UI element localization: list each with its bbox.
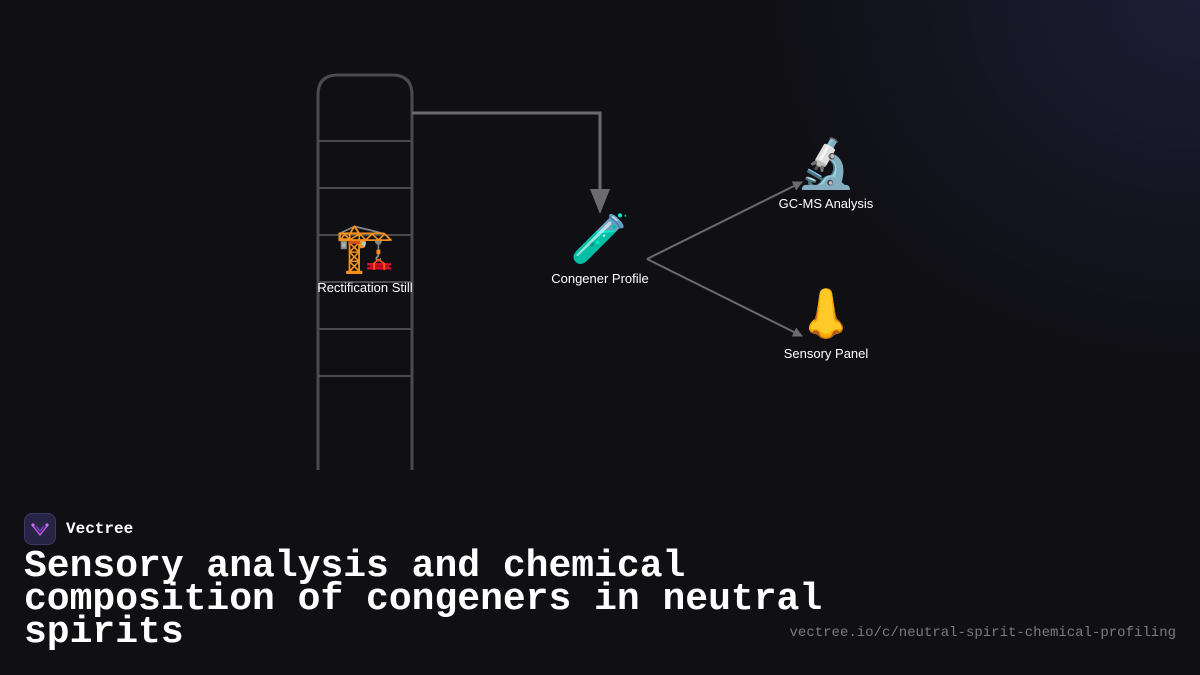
vectree-logo-icon [24, 513, 56, 545]
arrow-congener-to-gcms [646, 181, 803, 260]
brand[interactable]: Vectree [24, 512, 133, 546]
column-outline [316, 73, 414, 470]
node-congener-profile: 🧪 Congener Profile [520, 211, 680, 287]
source-url[interactable]: vectree.io/c/neutral-spirit-chemical-pro… [789, 625, 1176, 641]
page-title: Sensory analysis and chemical compositio… [24, 545, 823, 654]
crane-icon: 🏗️ [335, 220, 395, 276]
nose-icon: 👃 [796, 286, 856, 342]
distillation-column [316, 73, 414, 470]
node-label: GC-MS Analysis [778, 196, 874, 211]
arrowhead-still-to-congener [590, 189, 610, 214]
microscope-icon: 🔬 [796, 136, 856, 192]
brand-name: Vectree [66, 520, 134, 538]
node-label: Sensory Panel [783, 346, 869, 361]
node-rectification-still: 🏗️ Rectification Still [285, 220, 445, 296]
arrow-still-to-congener [412, 111, 602, 190]
node-sensory-panel: 👃 Sensory Panel [746, 286, 906, 362]
arrow-congener-to-sensory [646, 258, 803, 337]
node-label: Rectification Still [317, 280, 413, 295]
node-label: Congener Profile [551, 271, 649, 286]
node-gcms-analysis: 🔬 GC-MS Analysis [746, 136, 906, 212]
test-tube-icon: 🧪 [570, 211, 630, 267]
